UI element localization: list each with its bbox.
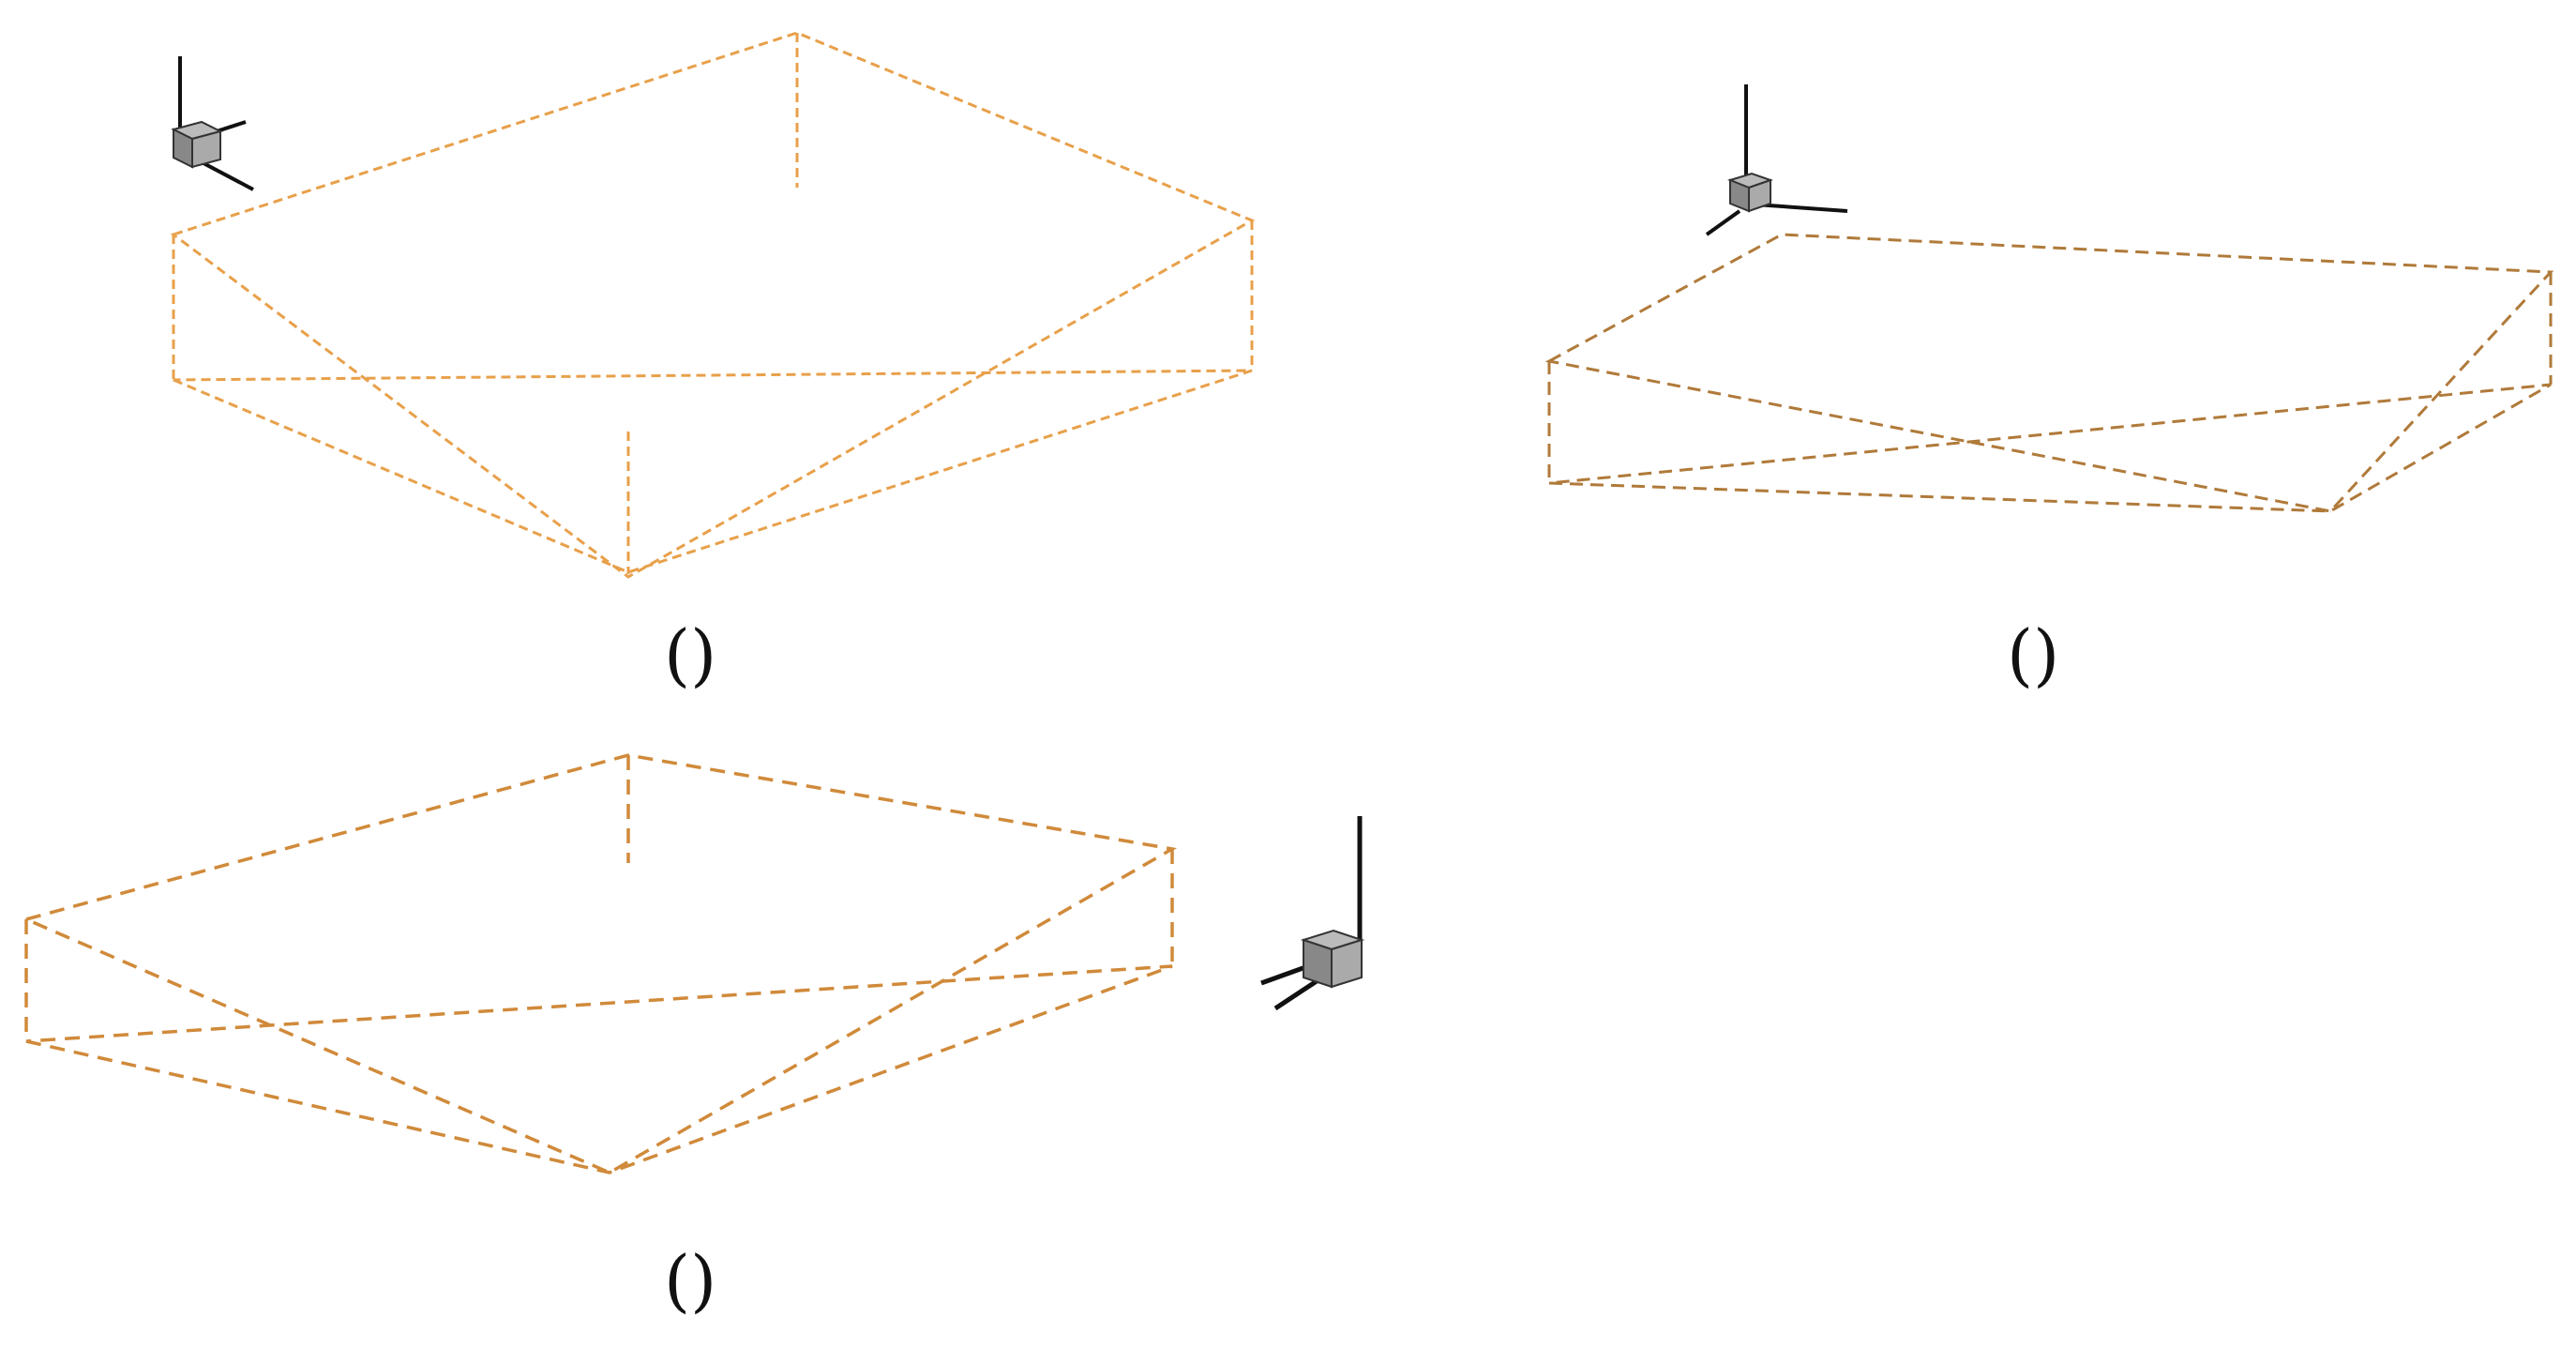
axis-triad-d [1705,84,1848,236]
panel-c [0,0,1313,713]
caption-c: () [664,615,717,694]
panel-d [1500,0,2576,713]
caption-d: () [2007,615,2060,694]
bounding-box-e [21,753,1178,1174]
caption-e: () [664,1241,717,1320]
panel-e-drawing [21,753,1365,1174]
bounding-box-c [170,31,1256,579]
axis-triad-e [1260,816,1365,1011]
panel-e [0,732,1407,1257]
bounding-box-d [1544,233,2554,513]
panel-d-drawing [1544,84,2554,513]
axis-triad-c [171,56,254,191]
panel-c-drawing [170,31,1256,579]
